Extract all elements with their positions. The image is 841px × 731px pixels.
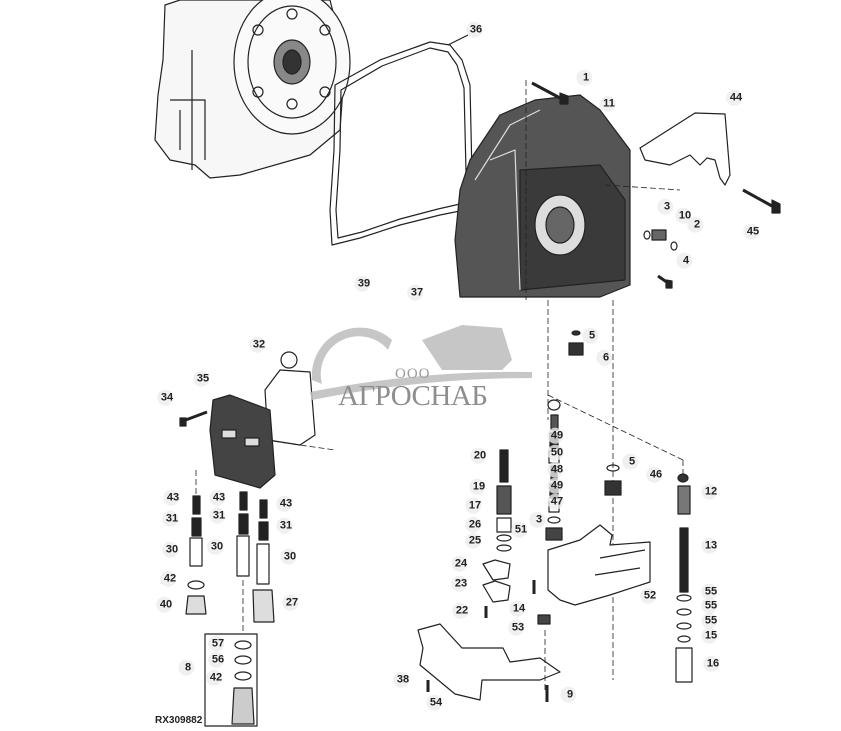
callout-30b[interactable]: 30 [210,540,224,553]
callout-55a[interactable]: 55 [704,585,718,598]
bolt [532,580,551,625]
callout-36[interactable]: 36 [469,23,483,36]
callout-17[interactable]: 17 [468,499,482,512]
callout-43a[interactable]: 43 [166,491,180,504]
callout-42b[interactable]: 42 [209,671,223,684]
callout-5a[interactable]: 5 [588,329,596,342]
callout-34[interactable]: 34 [160,391,174,404]
callout-54[interactable]: 54 [429,696,443,709]
callout-40[interactable]: 40 [159,598,173,611]
callout-24[interactable]: 24 [454,557,468,570]
solenoid-stack-left [185,470,207,615]
callout-5b[interactable]: 5 [628,455,636,468]
callout-42a[interactable]: 42 [163,572,177,585]
callout-56[interactable]: 56 [211,653,225,666]
callout-35[interactable]: 35 [196,372,210,385]
callout-14[interactable]: 14 [512,602,526,615]
callout-27[interactable]: 27 [285,596,299,609]
callout-50[interactable]: 50 [550,446,564,459]
regulator-valve-stack [547,394,693,683]
callout-31a[interactable]: 31 [165,512,179,525]
callout-45[interactable]: 45 [746,225,760,238]
callout-23[interactable]: 23 [454,577,468,590]
callout-19[interactable]: 19 [472,480,486,493]
callout-1[interactable]: 1 [582,71,590,84]
callout-13[interactable]: 13 [704,539,718,552]
callout-26[interactable]: 26 [468,518,482,531]
callout-4[interactable]: 4 [682,254,690,267]
callout-43c[interactable]: 43 [279,497,293,510]
callout-44[interactable]: 44 [729,91,743,104]
bracket [604,112,731,191]
callout-30a[interactable]: 30 [165,543,179,556]
plug [604,464,622,496]
callout-47[interactable]: 47 [550,495,564,508]
callout-51[interactable]: 51 [514,523,528,536]
callout-53[interactable]: 53 [511,621,525,634]
callout-32[interactable]: 32 [252,338,266,351]
callout-43b[interactable]: 43 [212,491,226,504]
shield-plate [417,623,561,702]
callout-8[interactable]: 8 [184,661,192,674]
callout-6[interactable]: 6 [602,351,610,364]
callout-31b[interactable]: 31 [212,509,226,522]
watermark-name: АГРОСНАБ [338,380,488,412]
watermark-prefix: ООО [395,366,431,382]
cover-plates [482,559,511,618]
callout-20[interactable]: 20 [473,449,487,462]
callout-3b[interactable]: 3 [535,513,543,526]
callout-55b[interactable]: 55 [704,599,718,612]
callout-48[interactable]: 48 [550,463,564,476]
callout-49b[interactable]: 49 [550,479,564,492]
callout-16[interactable]: 16 [706,657,720,670]
callout-30c[interactable]: 30 [283,550,297,563]
callout-12[interactable]: 12 [704,485,718,498]
fitting-assembly [643,229,678,289]
callout-37[interactable]: 37 [410,286,424,299]
solenoid-valve-body [179,394,276,489]
callout-25[interactable]: 25 [468,534,482,547]
callout-31c[interactable]: 31 [279,519,293,532]
callout-38[interactable]: 38 [396,673,410,686]
solenoid-stack-middle [236,491,250,634]
gasket [329,34,473,246]
callout-3a[interactable]: 3 [663,200,671,213]
callout-49a[interactable]: 49 [550,429,564,442]
mounting-bracket [547,524,651,606]
callout-2[interactable]: 2 [693,218,701,231]
callout-15[interactable]: 15 [704,629,718,642]
reference-code: RX309882 [155,715,203,726]
callout-39[interactable]: 39 [357,277,371,290]
callout-55c[interactable]: 55 [704,614,718,627]
callout-10[interactable]: 10 [678,209,692,222]
callout-46[interactable]: 46 [649,468,663,481]
transmission-housing [154,0,351,179]
separator-plate [264,351,336,451]
callout-22[interactable]: 22 [455,604,469,617]
callout-11[interactable]: 11 [603,97,615,110]
callout-52[interactable]: 52 [643,589,657,602]
bolt [742,188,781,214]
bolt [525,80,569,300]
seal-kit-box [204,633,258,727]
spool-stack-20 [496,449,512,552]
solenoid-stack-right [252,499,275,623]
callout-9[interactable]: 9 [566,688,574,701]
callout-57[interactable]: 57 [211,637,225,650]
valve-body-housing [454,94,631,298]
